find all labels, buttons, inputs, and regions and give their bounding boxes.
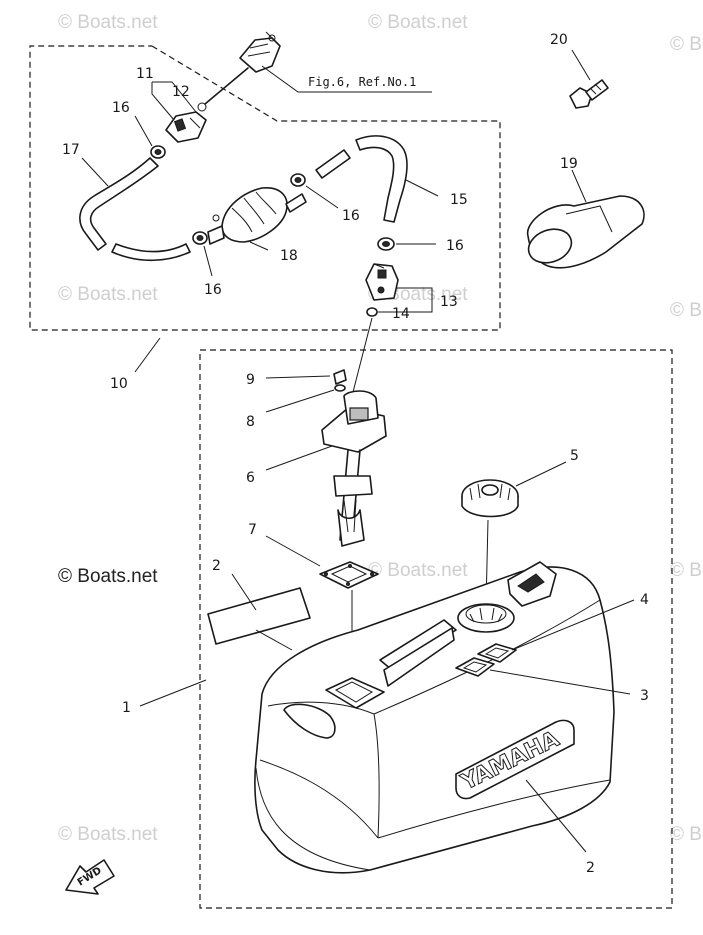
assembly-line bbox=[351, 317, 373, 397]
leader-10 bbox=[134, 337, 161, 373]
hose-assembly-boundary bbox=[29, 45, 501, 331]
leader-20 bbox=[571, 49, 591, 81]
callout-6: 6 bbox=[246, 470, 255, 486]
callout-18: 18 bbox=[280, 248, 298, 264]
callout-2: 2 bbox=[586, 860, 595, 876]
leader-13 bbox=[396, 287, 433, 300]
leader-8 bbox=[265, 389, 335, 413]
leader-16 bbox=[203, 245, 213, 277]
callout-16: 16 bbox=[204, 282, 222, 298]
gasket-part-3 bbox=[455, 657, 495, 677]
gasket-part-4 bbox=[477, 643, 517, 663]
callout-16: 16 bbox=[112, 100, 130, 116]
leader-11 bbox=[151, 82, 175, 121]
leader-18 bbox=[249, 241, 269, 251]
leader-7 bbox=[265, 535, 321, 567]
callout-9: 9 bbox=[246, 372, 255, 388]
leader-2 bbox=[231, 573, 257, 611]
leader-15 bbox=[405, 179, 439, 197]
watermark: © Boats.net bbox=[58, 284, 158, 305]
tank-assembly-boundary bbox=[199, 349, 673, 909]
callout-12: 12 bbox=[172, 84, 190, 100]
callout-11: 11 bbox=[136, 66, 154, 82]
connector-part-13 bbox=[365, 263, 399, 301]
leader-17 bbox=[81, 157, 109, 187]
leader-6 bbox=[265, 445, 333, 471]
leader-3 bbox=[489, 669, 631, 695]
fuel-hose-17 bbox=[79, 157, 191, 262]
hose-clamp-16 bbox=[377, 237, 395, 251]
callout-8: 8 bbox=[246, 414, 255, 430]
callout-15: 15 bbox=[450, 192, 468, 208]
forward-arrow-icon: FWD bbox=[65, 859, 115, 895]
watermark: © Boats.net bbox=[58, 12, 158, 33]
watermark: © Boats.net bbox=[670, 560, 703, 581]
callout-3: 3 bbox=[640, 688, 649, 704]
watermark: © Boats.net bbox=[670, 824, 703, 845]
leader-14 bbox=[378, 300, 433, 313]
callout-10: 10 bbox=[110, 376, 128, 392]
fuel-hose-15 bbox=[315, 135, 408, 223]
hose-clamp-16 bbox=[192, 231, 208, 245]
reference-leader bbox=[261, 65, 432, 93]
leader-16 bbox=[305, 185, 339, 209]
hose-clamp-16 bbox=[290, 173, 306, 187]
leader-9 bbox=[265, 375, 331, 379]
fuel-gauge-part-6 bbox=[321, 390, 387, 547]
decal-part-2 bbox=[207, 587, 311, 645]
callout-5: 5 bbox=[570, 448, 579, 464]
leader-1 bbox=[139, 679, 207, 707]
primer-bulb-18 bbox=[207, 187, 307, 245]
leader-19 bbox=[571, 169, 587, 203]
fitting-part-20 bbox=[569, 79, 609, 109]
callout-17: 17 bbox=[62, 142, 80, 158]
connector-part-12 bbox=[197, 31, 281, 112]
callout-13: 13 bbox=[440, 294, 458, 310]
callout-16: 16 bbox=[446, 238, 464, 254]
callout-16: 16 bbox=[342, 208, 360, 224]
callout-14: 14 bbox=[392, 306, 410, 322]
leader-4 bbox=[511, 599, 635, 651]
callout-19: 19 bbox=[560, 156, 578, 172]
leader-16 bbox=[134, 115, 153, 147]
callout-20: 20 bbox=[550, 32, 568, 48]
callout-numbers: 11 12 16 17 16 15 16 18 16 13 14 10 20 1… bbox=[62, 32, 649, 876]
watermark: © Boats.net bbox=[368, 560, 468, 581]
callout-2: 2 bbox=[212, 558, 221, 574]
leader-5 bbox=[515, 461, 567, 487]
connector-part-11 bbox=[165, 111, 207, 143]
watermark: © Boats.net bbox=[58, 824, 158, 845]
watermark-dark: © Boats.net bbox=[58, 566, 158, 587]
callout-4: 4 bbox=[640, 592, 649, 608]
o-ring-part-14 bbox=[366, 307, 378, 317]
watermark: © Boats.net bbox=[368, 12, 468, 33]
fuel-tank-part-1 bbox=[254, 561, 615, 874]
callout-7: 7 bbox=[248, 522, 257, 538]
callout-1: 1 bbox=[122, 700, 131, 716]
leader-12 bbox=[152, 81, 197, 113]
assembly-line bbox=[255, 629, 293, 651]
watermark: © Boats.net bbox=[670, 300, 703, 321]
gasket-part-7 bbox=[319, 561, 379, 589]
watermark: © Boats.net bbox=[670, 34, 703, 55]
leader-2 bbox=[525, 779, 587, 853]
reference-note: Fig.6, Ref.No.1 bbox=[308, 75, 416, 89]
screw-part-9 bbox=[333, 369, 347, 385]
hose-clamp-16 bbox=[150, 145, 166, 159]
washer-part-8 bbox=[334, 384, 346, 392]
fuel-cap-part-5 bbox=[461, 479, 519, 518]
cover-part-19 bbox=[527, 195, 645, 269]
